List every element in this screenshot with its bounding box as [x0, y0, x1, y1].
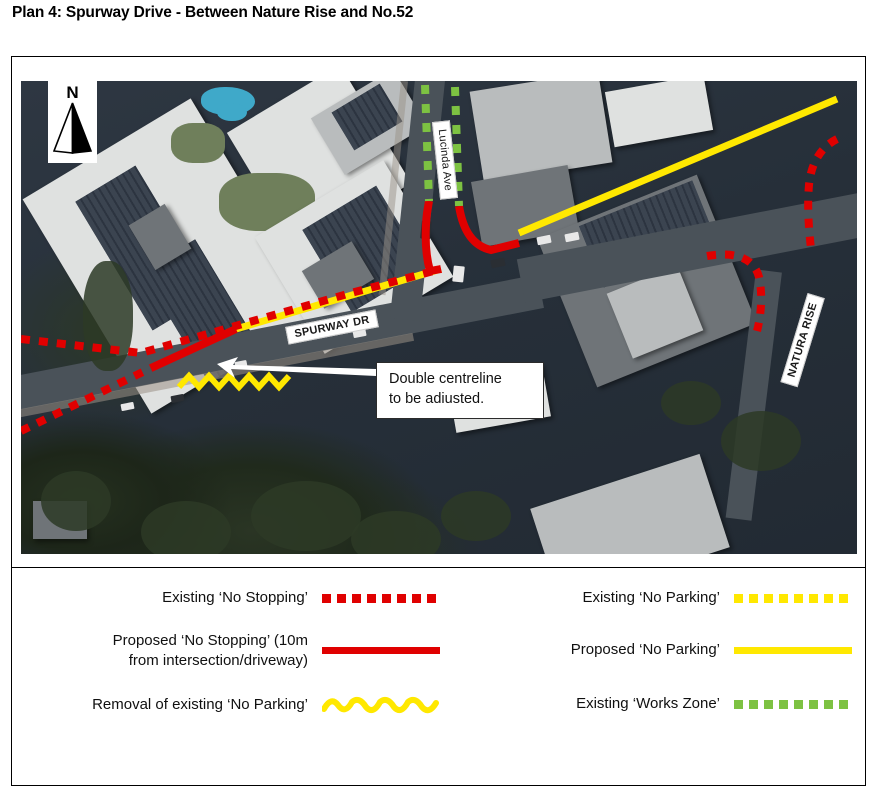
dashed-line-icon	[322, 593, 440, 603]
legend: Existing ‘No Stopping’ Proposed ‘No Stop…	[12, 569, 865, 785]
zigzag-line-icon	[322, 696, 439, 714]
legend-label: Removal of existing ‘No Parking’	[92, 696, 308, 714]
north-arrow-label: N	[66, 83, 79, 102]
callout-line-1: Double centreline	[389, 371, 502, 387]
legend-swatch-existing-no-stopping	[322, 587, 440, 609]
legend-column-left: Existing ‘No Stopping’ Proposed ‘No Stop…	[20, 587, 440, 732]
legend-swatch-removal-no-parking	[322, 694, 440, 716]
plan-frame: N Lucinda Ave SPURWAY DR NATURA RISE Dou…	[11, 56, 866, 786]
marking-existing-works-zone-lucinda-east	[451, 86, 463, 207]
aerial-map[interactable]: N Lucinda Ave SPURWAY DR NATURA RISE Dou…	[21, 81, 857, 554]
legend-item: Proposed ‘No Parking’	[452, 639, 852, 661]
page-title: Plan 4: Spurway Drive - Between Nature R…	[12, 4, 414, 21]
legend-label: Existing ‘No Stopping’	[162, 589, 308, 607]
legend-item: Existing ‘No Stopping’	[20, 587, 440, 609]
legend-label: Existing ‘Works Zone’	[576, 695, 720, 713]
north-arrow: N	[48, 81, 97, 163]
legend-label: Proposed ‘No Stopping’ (10m from interse…	[112, 632, 308, 669]
marking-proposed-no-parking-east	[517, 95, 839, 237]
dashed-line-icon	[734, 593, 852, 603]
legend-item: Existing ‘Works Zone’	[452, 693, 852, 715]
marking-removal-no-parking-zigzag	[176, 371, 292, 392]
legend-item: Proposed ‘No Stopping’ (10m from interse…	[20, 631, 440, 670]
marking-proposed-no-stopping-intersection-west	[421, 200, 442, 276]
legend-item: Removal of existing ‘No Parking’	[20, 694, 440, 716]
marking-existing-no-stopping-natura-east	[804, 135, 839, 250]
marking-existing-works-zone-lucinda	[421, 84, 433, 202]
dashed-line-icon	[734, 699, 852, 709]
legend-label: Proposed ‘No Parking’	[570, 641, 720, 659]
marking-existing-no-stopping-natura-west	[706, 250, 766, 333]
callout-line-2: to be adiusted.	[389, 390, 485, 407]
legend-label: Existing ‘No Parking’	[582, 589, 720, 607]
legend-column-right: Existing ‘No Parking’ Proposed ‘No Parki…	[452, 587, 852, 731]
road-marking-overlay	[21, 84, 839, 435]
solid-line-icon	[322, 647, 440, 654]
callout-leader-arrow	[217, 357, 376, 378]
legend-swatch-proposed-no-stopping	[322, 640, 440, 662]
legend-divider	[12, 567, 865, 568]
marking-existing-no-stopping-south	[21, 364, 153, 435]
legend-swatch-existing-works-zone	[734, 693, 852, 715]
callout-double-centreline: Double centreline to be adiusted.	[376, 362, 544, 420]
legend-item: Existing ‘No Parking’	[452, 587, 852, 609]
marking-existing-no-stopping-north	[21, 265, 443, 358]
legend-swatch-proposed-no-parking	[734, 639, 852, 661]
marking-proposed-no-stopping-driveway	[149, 325, 238, 372]
marking-proposed-no-stopping-intersection-east	[455, 205, 520, 255]
north-arrow-icon	[52, 102, 93, 154]
solid-line-icon	[734, 646, 852, 654]
legend-swatch-existing-no-parking	[734, 587, 852, 609]
